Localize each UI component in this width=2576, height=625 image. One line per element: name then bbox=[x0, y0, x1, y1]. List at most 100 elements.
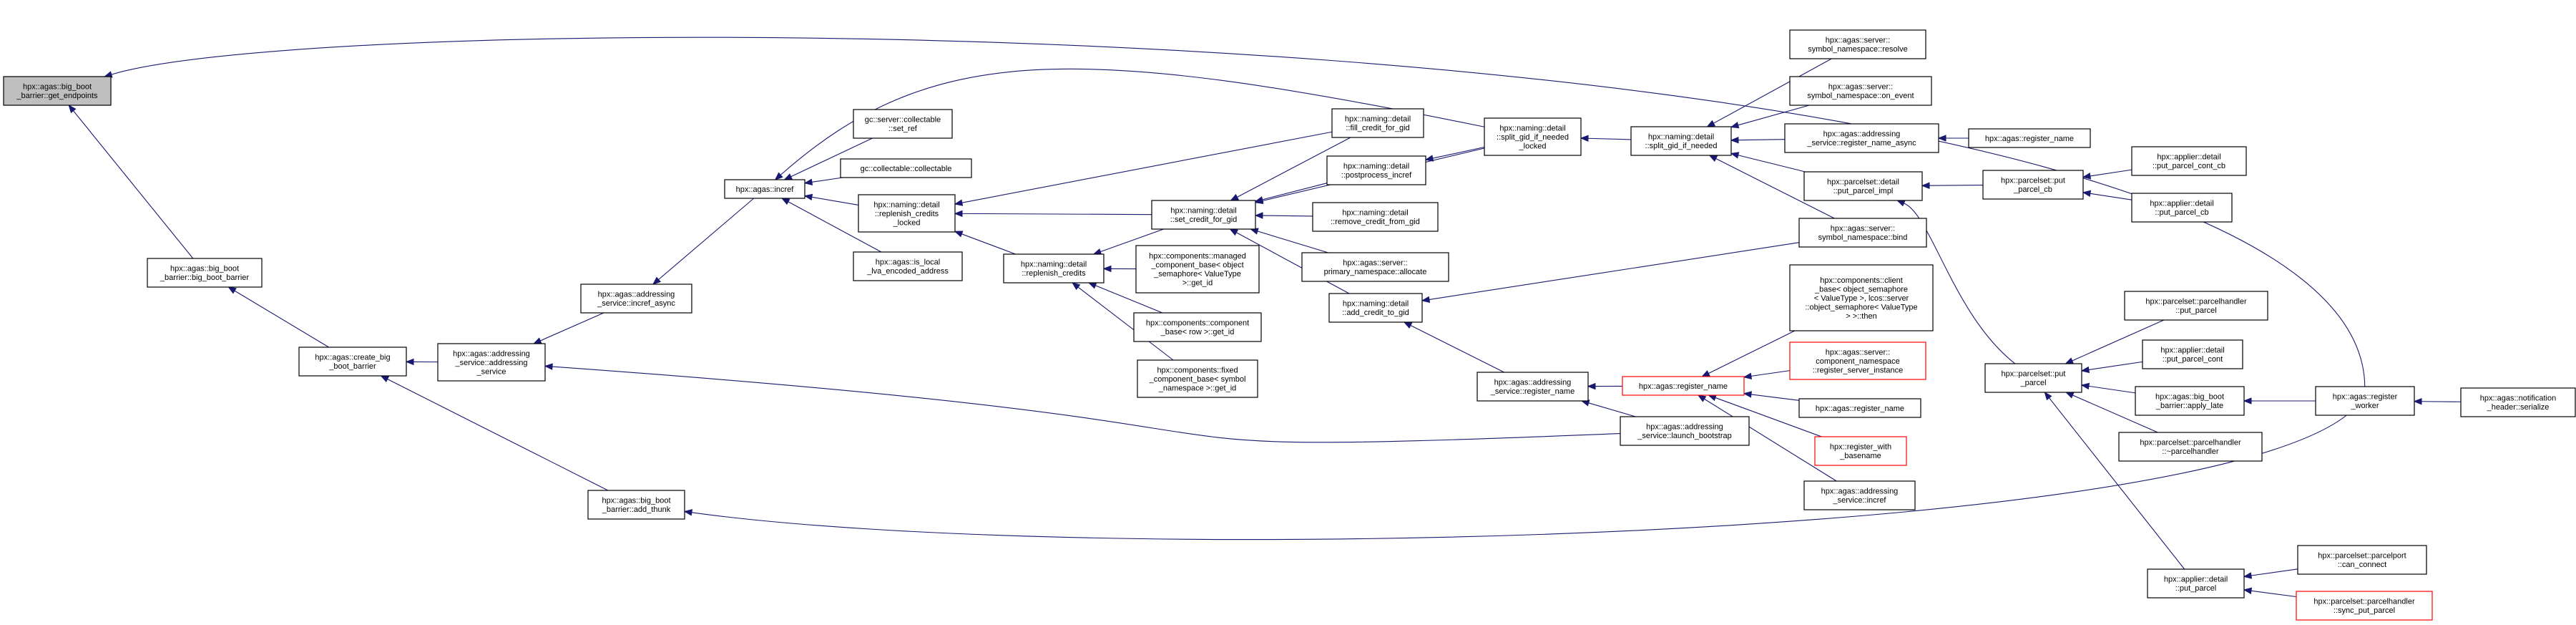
node-add-thunk[interactable]: hpx::agas::big_boot_barrier::add_thunk bbox=[587, 490, 685, 520]
node-remove-credit-from-gid[interactable]: hpx::naming::detail::remove_credit_from_… bbox=[1312, 202, 1439, 232]
node-box[interactable] bbox=[2135, 386, 2245, 416]
node-box[interactable] bbox=[1814, 436, 1907, 466]
node-big-boot-barrier[interactable]: hpx::agas::big_boot_barrier::big_boot_ba… bbox=[147, 258, 263, 288]
node-box[interactable] bbox=[580, 284, 692, 314]
node-box[interactable] bbox=[1798, 218, 1927, 248]
node-box[interactable] bbox=[2131, 146, 2247, 176]
node-box[interactable] bbox=[2118, 432, 2263, 462]
node-box[interactable] bbox=[1789, 29, 1926, 59]
node-apply-late[interactable]: hpx::agas::big_boot_barrier::apply_late bbox=[2135, 386, 2245, 416]
node-replenish-credits[interactable]: hpx::naming::detail::replenish_credits bbox=[1003, 253, 1105, 284]
node-register-name-async[interactable]: hpx::agas::addressing_service::register_… bbox=[1784, 123, 1939, 153]
node-box[interactable] bbox=[1620, 416, 1750, 446]
node-box[interactable] bbox=[1803, 480, 1916, 510]
node-collectable-set-ref[interactable]: gc::server::collectable::set_ref bbox=[853, 109, 953, 139]
node-box[interactable] bbox=[2142, 339, 2243, 369]
node-box[interactable] bbox=[2296, 591, 2433, 621]
node-box[interactable] bbox=[1789, 76, 1932, 106]
node-box[interactable] bbox=[2297, 545, 2427, 575]
node-addressing-register-name[interactable]: hpx::agas::addressing_service::register_… bbox=[1476, 372, 1589, 402]
node-put-parcel-cont[interactable]: hpx::applier::detail::put_parcel_cont bbox=[2142, 339, 2243, 369]
node-box[interactable] bbox=[437, 343, 546, 382]
node-get-endpoints[interactable]: hpx::agas::big_boot_barrier::get_endpoin… bbox=[3, 76, 112, 106]
node-box[interactable] bbox=[1331, 108, 1424, 138]
node-fill-credit-for-gid[interactable]: hpx::naming::detail::fill_credit_for_gid bbox=[1331, 108, 1424, 138]
node-agas-register-name-mid[interactable]: hpx::agas::register_name bbox=[1622, 376, 1745, 396]
node-box[interactable] bbox=[853, 109, 953, 139]
node-parcelhandler-dtor[interactable]: hpx::parcelset::parcelhandler::~parcelha… bbox=[2118, 432, 2263, 462]
node-collectable-collectable[interactable]: gc::collectable::collectable bbox=[840, 158, 972, 178]
node-create-big-boot-barrier[interactable]: hpx::agas::create_big_boot_barrier bbox=[298, 347, 407, 377]
node-box[interactable] bbox=[2460, 387, 2576, 417]
node-box[interactable] bbox=[1137, 359, 1258, 398]
node-box[interactable] bbox=[1312, 202, 1439, 232]
node-client-base-then[interactable]: hpx::components::client_base< object_sem… bbox=[1789, 264, 1934, 331]
node-box[interactable] bbox=[858, 194, 956, 233]
node-box[interactable] bbox=[853, 251, 963, 281]
node-parcelport-can-connect[interactable]: hpx::parcelset::parcelport::can_connect bbox=[2297, 545, 2427, 575]
node-incref-async[interactable]: hpx::agas::addressing_service::incref_as… bbox=[580, 284, 692, 314]
node-applier-put-parcel[interactable]: hpx::applier::detail::put_parcel bbox=[2147, 568, 2245, 599]
node-applier-put-parcel-cb[interactable]: hpx::applier::detail::put_parcel_cb bbox=[2131, 193, 2233, 223]
node-put-parcel-cont-cb[interactable]: hpx::applier::detail::put_parcel_cont_cb bbox=[2131, 146, 2247, 176]
node-box[interactable] bbox=[2124, 291, 2268, 321]
node-box[interactable] bbox=[1630, 126, 1732, 156]
node-register-server-instance[interactable]: hpx::agas::server::component_namespace::… bbox=[1789, 341, 1926, 380]
node-set-credit-for-gid[interactable]: hpx::naming::detail::set_credit_for_gid bbox=[1151, 200, 1256, 230]
node-box[interactable] bbox=[1789, 341, 1926, 380]
node-symbol-namespace-on-event[interactable]: hpx::agas::server::symbol_namespace::on_… bbox=[1789, 76, 1932, 106]
node-box[interactable] bbox=[1151, 200, 1256, 230]
node-agas-incref[interactable]: hpx::agas::incref bbox=[724, 179, 805, 199]
node-agas-register-name-low[interactable]: hpx::agas::register_name bbox=[1798, 398, 1921, 418]
node-box[interactable] bbox=[2315, 386, 2415, 416]
node-add-credit-to-gid[interactable]: hpx::naming::detail::add_credit_to_gid bbox=[1328, 293, 1423, 323]
node-box[interactable] bbox=[1622, 376, 1745, 396]
node-box[interactable] bbox=[840, 158, 972, 178]
node-parcelhandler-put-parcel[interactable]: hpx::parcelset::parcelhandler::put_parce… bbox=[2124, 291, 2268, 321]
node-split-gid-if-needed[interactable]: hpx::naming::detail::split_gid_if_needed bbox=[1630, 126, 1732, 156]
node-notification-header-serialize[interactable]: hpx::agas::notification_header::serializ… bbox=[2460, 387, 2576, 417]
node-box[interactable] bbox=[298, 347, 407, 377]
node-box[interactable] bbox=[1982, 170, 2084, 200]
node-box[interactable] bbox=[1484, 117, 1582, 156]
node-put-parcel-cb[interactable]: hpx::parcelset::put_parcel_cb bbox=[1982, 170, 2084, 200]
node-box[interactable] bbox=[1803, 171, 1923, 201]
node-agas-register-worker[interactable]: hpx::agas::register_worker bbox=[2315, 386, 2415, 416]
node-sync-put-parcel[interactable]: hpx::parcelset::parcelhandler::sync_put_… bbox=[2296, 591, 2433, 621]
node-addressing-service-incref[interactable]: hpx::agas::addressing_service::incref bbox=[1803, 480, 1916, 510]
node-postprocess-incref[interactable]: hpx::naming::detail::postprocess_incref bbox=[1326, 155, 1426, 185]
node-is-local-lva[interactable]: hpx::agas::is_local_lva_encoded_address bbox=[853, 251, 963, 281]
node-box[interactable] bbox=[1798, 398, 1921, 418]
node-box[interactable] bbox=[1784, 123, 1939, 153]
node-box[interactable] bbox=[1003, 253, 1105, 284]
node-box[interactable] bbox=[3, 76, 112, 106]
node-box[interactable] bbox=[724, 179, 805, 199]
node-box[interactable] bbox=[147, 258, 263, 288]
node-box[interactable] bbox=[1476, 372, 1589, 402]
node-put-parcel-impl[interactable]: hpx::parcelset::detail::put_parcel_impl bbox=[1803, 171, 1923, 201]
node-register-with-basename[interactable]: hpx::register_with_basename bbox=[1814, 436, 1907, 466]
node-box[interactable] bbox=[1968, 128, 2091, 148]
node-box[interactable] bbox=[1133, 312, 1262, 342]
node-symbol-namespace-bind[interactable]: hpx::agas::server::symbol_namespace::bin… bbox=[1798, 218, 1927, 248]
node-box[interactable] bbox=[587, 490, 685, 520]
node-box[interactable] bbox=[2147, 568, 2245, 599]
node-primary-namespace-allocate[interactable]: hpx::agas::server::primary_namespace::al… bbox=[1301, 252, 1449, 282]
node-parcelset-put-parcel[interactable]: hpx::parcelset::put_parcel bbox=[1984, 363, 2082, 393]
node-launch-bootstrap[interactable]: hpx::agas::addressing_service::launch_bo… bbox=[1620, 416, 1750, 446]
node-agas-register-name-top[interactable]: hpx::agas::register_name bbox=[1968, 128, 2091, 148]
node-addressing-service-ctor[interactable]: hpx::agas::addressing_service::addressin… bbox=[437, 343, 546, 382]
node-fixed-component-base[interactable]: hpx::components::fixed_component_base< s… bbox=[1137, 359, 1258, 398]
node-component-base-row[interactable]: hpx::components::component_base< row >::… bbox=[1133, 312, 1262, 342]
node-box[interactable] bbox=[1135, 245, 1260, 294]
node-box[interactable] bbox=[1984, 363, 2082, 393]
node-box[interactable] bbox=[1789, 264, 1934, 331]
node-split-gid-if-needed-locked[interactable]: hpx::naming::detail::split_gid_if_needed… bbox=[1484, 117, 1582, 156]
node-box[interactable] bbox=[2131, 193, 2233, 223]
node-symbol-namespace-resolve[interactable]: hpx::agas::server::symbol_namespace::res… bbox=[1789, 29, 1926, 59]
node-box[interactable] bbox=[1326, 155, 1426, 185]
node-replenish-credits-locked[interactable]: hpx::naming::detail::replenish_credits_l… bbox=[858, 194, 956, 233]
node-box[interactable] bbox=[1328, 293, 1423, 323]
node-managed-component-get-id[interactable]: hpx::components::managed_component_base<… bbox=[1135, 245, 1260, 294]
node-box[interactable] bbox=[1301, 252, 1449, 282]
